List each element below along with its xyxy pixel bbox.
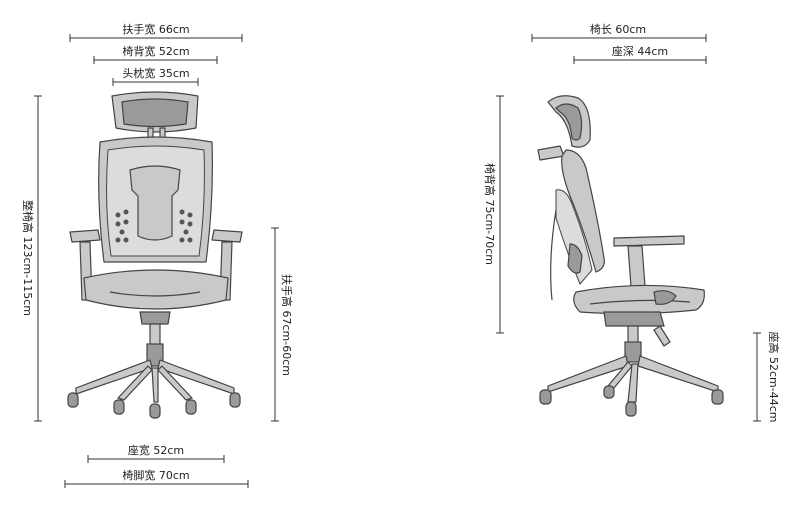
- side-view-chair: [537, 95, 724, 417]
- side-base: [547, 355, 719, 403]
- label-seat-width: 座宽 52cm: [128, 443, 184, 457]
- label-seat-height: 座高 52cm-44cm: [767, 332, 781, 423]
- label-headrest-width: 头枕宽 35cm: [122, 66, 189, 80]
- front-mesh-holes: [115, 209, 193, 243]
- label-armrest-height: 扶手高 67cm-60cm: [280, 274, 294, 376]
- label-backrest-width: 椅背宽 52cm: [122, 44, 189, 58]
- label-armrest-width: 扶手宽 66cm: [122, 22, 189, 36]
- label-seat-depth: 座深 44cm: [612, 44, 668, 58]
- label-chair-length: 椅长 60cm: [590, 22, 646, 36]
- front-dimension-lines: [34, 34, 279, 488]
- side-dimension-lines: [496, 34, 761, 422]
- front-left-armrest: [69, 229, 101, 243]
- front-seat: [83, 269, 229, 310]
- label-base-width: 椅脚宽 70cm: [122, 468, 189, 482]
- label-backrest-height: 椅背高 75cm-70cm: [483, 163, 497, 265]
- label-total-height: 整椅高 123cm-115cm: [21, 200, 35, 316]
- side-backrest: [561, 149, 605, 273]
- front-casters: [67, 392, 241, 419]
- front-right-armrest: [211, 229, 243, 243]
- side-seat: [573, 284, 705, 315]
- front-dimension-labels: 扶手宽 66cm 椅背宽 52cm 头枕宽 35cm 整椅高 123cm-115…: [21, 22, 294, 482]
- side-casters: [539, 385, 724, 417]
- side-dimension-labels: 椅长 60cm 座深 44cm 椅背高 75cm-70cm 座高 52cm-44…: [483, 22, 781, 423]
- side-armrest: [613, 235, 685, 247]
- front-view-chair: [67, 91, 243, 419]
- front-base: [75, 359, 235, 403]
